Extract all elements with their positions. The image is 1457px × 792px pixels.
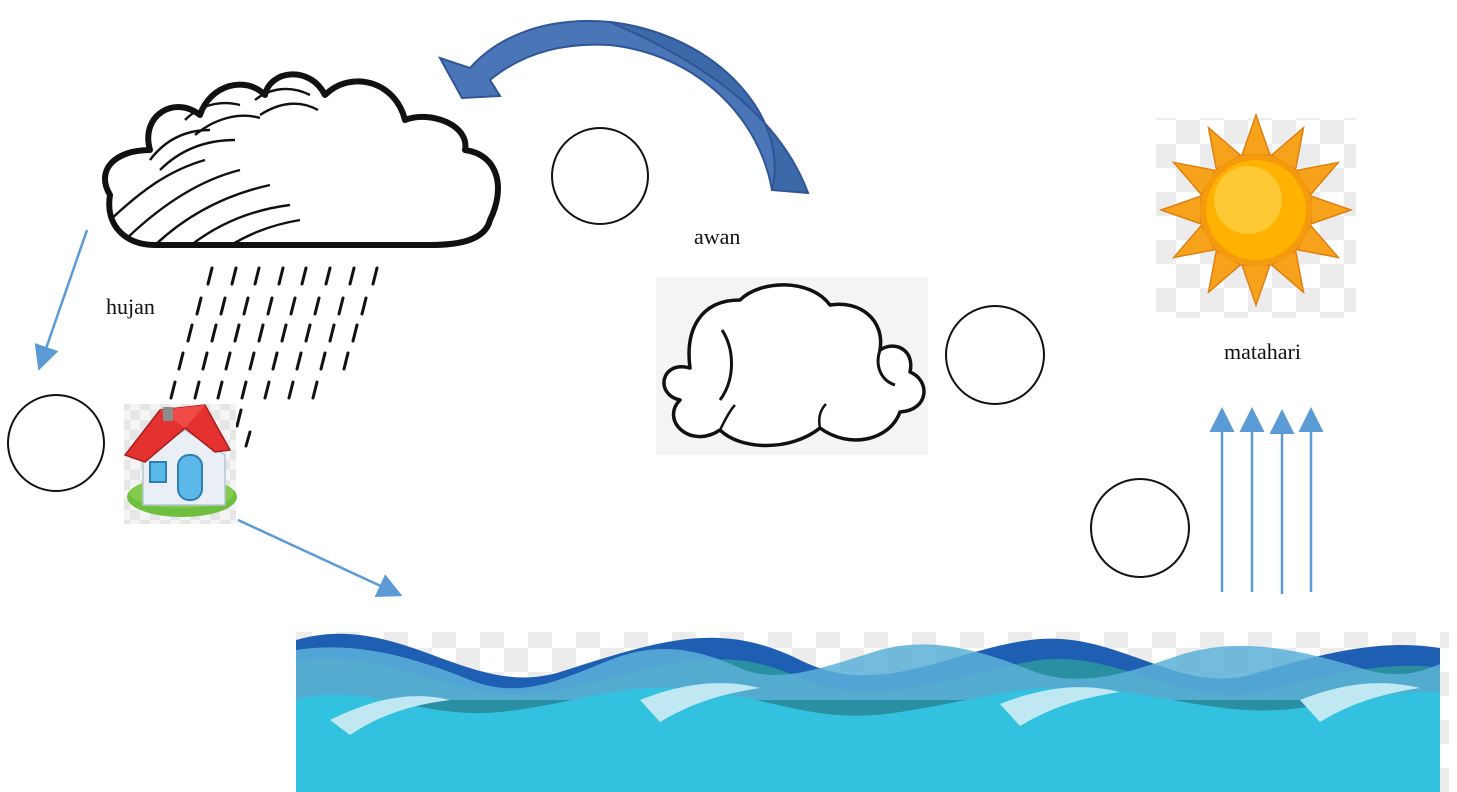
arrow-cloud-to-house <box>40 230 87 366</box>
answer-circle-house[interactable] <box>8 395 104 491</box>
answer-circle-cloud[interactable] <box>946 306 1044 404</box>
rain-cloud-icon <box>100 74 498 252</box>
answer-circle-arrow[interactable] <box>552 128 648 224</box>
sea-waves-icon <box>296 632 1449 792</box>
label-awan: awan <box>694 224 740 250</box>
label-hujan: hujan <box>106 294 155 320</box>
cloud-icon <box>656 277 928 455</box>
sun-icon <box>1156 115 1356 318</box>
label-matahari: matahari <box>1224 339 1301 365</box>
answer-circle-evaporation[interactable] <box>1091 479 1189 577</box>
arrow-house-to-sea <box>238 520 398 594</box>
house-icon <box>124 404 237 524</box>
